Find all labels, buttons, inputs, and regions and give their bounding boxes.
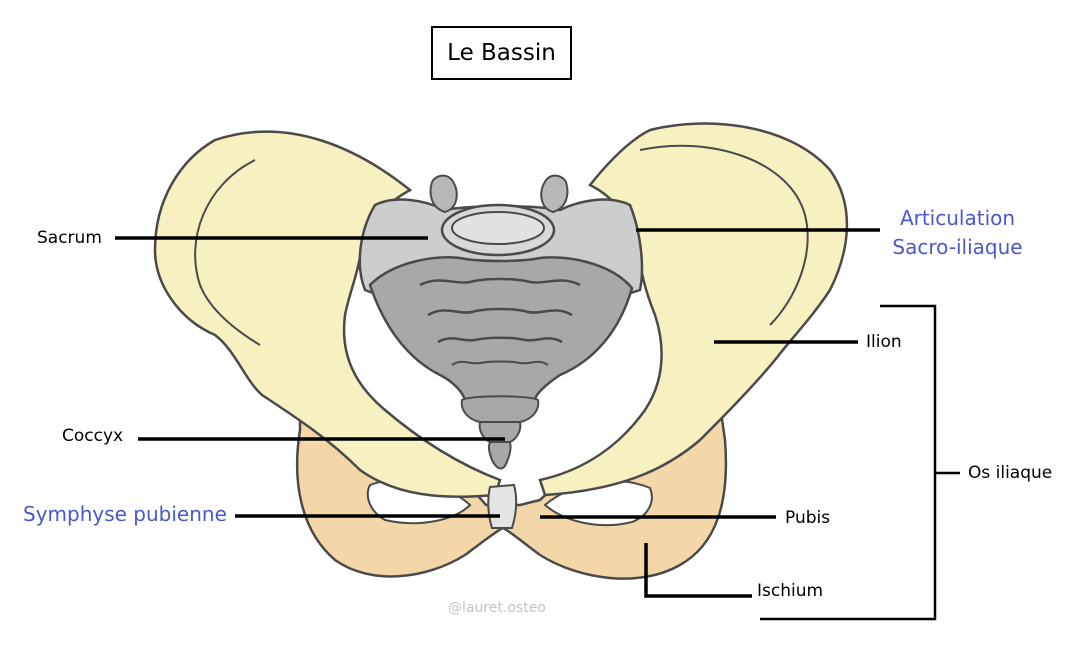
sacrum-segment-line-2: [427, 307, 573, 317]
label-os-iliaque: Os iliaque: [968, 463, 1053, 483]
coccyx-segment-1: [460, 395, 540, 423]
sacrum-segment-line-4: [451, 360, 549, 366]
label-symphyse-pubienne: Symphyse pubienne: [23, 502, 227, 526]
label-pubis: Pubis: [785, 508, 831, 528]
label-articulation-sacro-iliaque: Articulation Sacro-iliaque: [885, 204, 1030, 262]
watermark-text: @lauret.osteo: [448, 600, 546, 616]
sacrum-base-inner: [451, 211, 545, 245]
label-coccyx: Coccyx: [62, 426, 124, 446]
sacrum-lower: [368, 255, 634, 402]
label-sacrum: Sacrum: [37, 228, 102, 248]
os-iliaque-bracket: [760, 304, 937, 621]
label-ilion: Ilion: [866, 332, 902, 352]
symphyse-pubienne-shape: [487, 483, 518, 529]
label-articulation-line1: Articulation: [899, 206, 1016, 230]
sacrum-segment-line-3: [437, 336, 563, 344]
coccyx-segment-3: [487, 441, 512, 470]
ilium-left-inner-line: [194, 159, 261, 346]
ischium-leader-line: [644, 543, 752, 598]
label-articulation-line2: Sacro-iliaque: [892, 235, 1023, 259]
label-ischium: Ischium: [757, 581, 824, 601]
ilium-right-inner-line: [639, 144, 809, 326]
sacrum-process-left: [429, 174, 458, 214]
diagram-title: Le Bassin: [431, 26, 572, 80]
sacrum-segment-line-1: [419, 277, 581, 287]
sacrum-process-right: [540, 174, 569, 214]
